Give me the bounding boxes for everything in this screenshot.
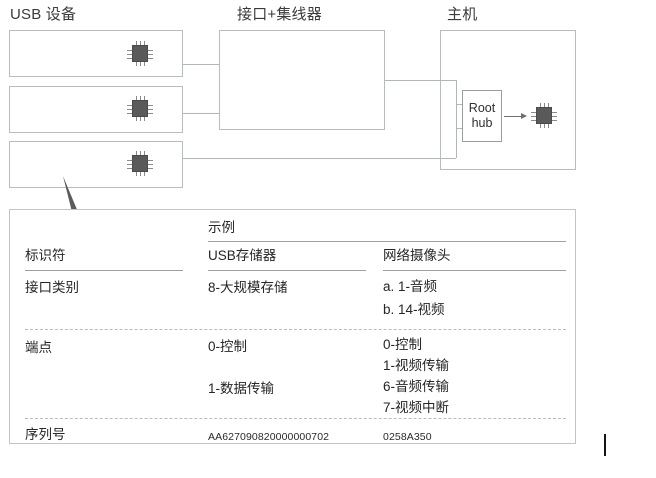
table-row: 0-控制 1-视频传输 6-音频传输 7-视频中断: [383, 337, 450, 415]
host-bus-vertical: [456, 80, 457, 158]
arrow-right-icon: [504, 116, 522, 117]
table-row: 0-控制 1-数据传输: [208, 339, 275, 396]
section-title-host: 主机: [447, 6, 478, 23]
interface-hub-box[interactable]: [219, 30, 385, 130]
chip-icon: [127, 41, 153, 67]
rule-under-usb-storage: [208, 270, 366, 271]
text-cursor: [604, 434, 606, 456]
root-hub-box[interactable]: Root hub: [462, 90, 502, 142]
chip-icon: [127, 151, 153, 177]
table-row: AA627090820000000702: [208, 431, 330, 443]
chip-icon: [127, 96, 153, 122]
table-row: 序列号: [25, 427, 66, 442]
table-header-identifier: 标识符: [25, 248, 66, 263]
rule-under-webcam: [383, 270, 566, 271]
rule-row-divider-2: [25, 418, 566, 419]
table-row: a. 1-音频 b. 14-视频: [383, 279, 445, 317]
table-header-usb-storage: USB存储器: [208, 248, 277, 263]
connector-device3: [183, 158, 456, 159]
connector-device1: [183, 64, 219, 65]
rule-row-divider-1: [25, 329, 566, 330]
table-header-webcam: 网络摄像头: [383, 248, 451, 263]
rule-under-identifier: [25, 270, 183, 271]
usb-device-box-3[interactable]: [9, 141, 183, 188]
table-row: 端点: [25, 340, 52, 355]
arrow-right-icon: [521, 112, 527, 119]
table-row: 接口类别: [25, 280, 79, 295]
rule-under-example: [208, 241, 566, 242]
root-hub-label-line1: Root: [468, 101, 496, 115]
host-box[interactable]: [440, 30, 576, 170]
callout-pointer: [63, 176, 78, 212]
table-row: 0258A350: [383, 431, 432, 443]
root-hub-label-line2: hub: [471, 116, 493, 130]
table-row: 8-大规模存储: [208, 280, 288, 295]
usb-device-box-1[interactable]: [9, 30, 183, 77]
section-title-usb-devices: USB 设备: [10, 6, 77, 23]
table-span-header-example: 示例: [208, 220, 235, 235]
connector-device2: [183, 113, 219, 114]
section-title-interface-hub: 接口+集线器: [237, 6, 322, 23]
usb-device-box-2[interactable]: [9, 86, 183, 133]
details-table: 示例 标识符 USB存储器 网络摄像头 接口类别 8-大规模存储 a. 1-音频…: [9, 209, 576, 444]
connector-hub-host: [385, 80, 456, 81]
chip-icon: [531, 103, 557, 129]
